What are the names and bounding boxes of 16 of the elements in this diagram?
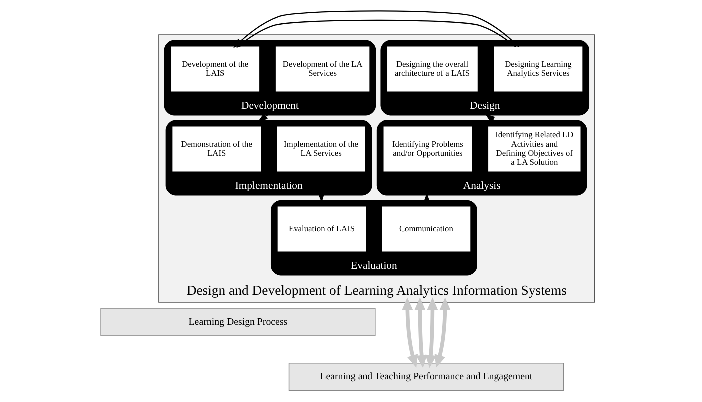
arrow bbox=[414, 298, 428, 368]
node-box: Designing the overall architecture of a LAIS bbox=[387, 46, 478, 92]
node-box: Development of the LA Services bbox=[276, 46, 370, 92]
arrow bbox=[434, 298, 451, 368]
node-box: Designing Learning Analytics Services bbox=[494, 46, 583, 92]
arrow bbox=[402, 298, 418, 368]
node-box: Development of the LAIS bbox=[171, 46, 260, 92]
arrow bbox=[426, 298, 438, 368]
node-box: Communication bbox=[382, 206, 471, 252]
node-box: Evaluation of LAIS bbox=[278, 206, 366, 252]
node-box: Identifying Problems and/or Opportunities bbox=[384, 126, 472, 172]
node-box: Identifying Related LD Activities and Defining Objectives of a LA Solution bbox=[488, 126, 581, 172]
node-box: Implementation of the LA Services bbox=[277, 126, 366, 172]
node-box: Learning Design Process bbox=[100, 308, 376, 336]
node-box: Demonstration of the LAIS bbox=[172, 126, 262, 172]
node-box: Learning and Teaching Performance and Engagement bbox=[288, 363, 564, 392]
